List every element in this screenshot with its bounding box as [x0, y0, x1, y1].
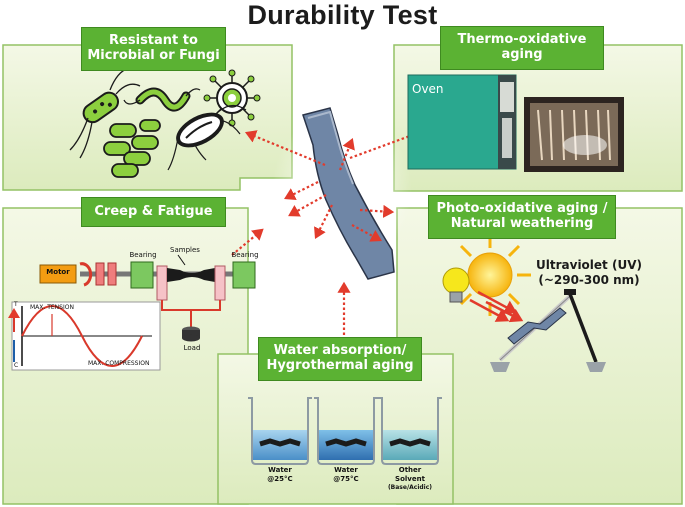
banner-water-line2: Hygrothermal aging	[266, 358, 414, 373]
beaker-solvent	[378, 397, 442, 465]
creep-apparatus	[39, 254, 256, 342]
beaker-75c-line2: @75°C	[333, 475, 359, 484]
axis-t-label: T	[14, 301, 18, 308]
motor-label: Motor	[46, 268, 70, 276]
weathering-rack	[490, 289, 606, 372]
banner-thermo-line2: aging	[501, 47, 543, 62]
uv-rays	[469, 290, 524, 323]
bacteria-cluster-icon	[103, 119, 161, 178]
uv-label-line2: (~290-300 nm)	[538, 273, 640, 287]
beaker-25c-line1: Water	[268, 466, 292, 474]
radiating-arrows	[231, 129, 421, 350]
beaker-solvent-line3: (Base/Acidic)	[387, 484, 433, 492]
panel-microbial	[2, 44, 293, 191]
bearing-left-label: Bearing	[129, 251, 157, 259]
max-compression-label: MAX. COMPRESSION	[88, 360, 150, 367]
banner-creep: Creep & Fatigue	[81, 197, 226, 227]
beaker-label-75c: Water @75°C	[314, 466, 378, 484]
chamber-photo	[524, 97, 624, 172]
banner-thermo-line1: Thermo-oxidative	[457, 32, 587, 48]
beaker-solvent-line2: Solvent	[395, 475, 425, 484]
beaker-75c	[314, 397, 378, 465]
banner-photo-line2: Natural weathering	[450, 216, 594, 231]
samples-label: Samples	[170, 246, 200, 254]
banner-water-line1: Water absorption/	[273, 343, 407, 359]
load-label: Load	[183, 344, 201, 352]
banner-microbial: Resistant to Microbial or Fungi	[81, 27, 226, 71]
beaker-label-solvent: Other Solvent (Base/Acidic)	[378, 466, 442, 492]
bacterium-icon	[167, 104, 247, 171]
bearing-right-label: Bearing	[231, 251, 259, 259]
beaker-25c-line2: @25°C	[267, 475, 293, 484]
oven-label: Oven	[412, 82, 444, 96]
banner-photo-line1: Photo-oxidative aging /	[436, 201, 608, 217]
banner-thermo: Thermo-oxidative aging	[440, 26, 604, 70]
banner-water: Water absorption/ Hygrothermal aging	[258, 337, 422, 381]
banner-creep-title: Creep & Fatigue	[94, 203, 213, 219]
beaker-75c-line1: Water	[334, 466, 358, 474]
spirillum-icon	[123, 87, 201, 112]
uv-label: Ultraviolet (UV) (~290-300 nm)	[534, 258, 644, 288]
banner-microbial-line2: Microbial or Fungi	[87, 48, 220, 63]
bacillus-icon	[69, 67, 141, 159]
page-title: Durability Test	[247, 0, 438, 30]
beaker-solvent-line1: Other	[398, 466, 422, 474]
oven-photo	[407, 74, 517, 170]
uv-label-line1: Ultraviolet (UV)	[536, 258, 642, 272]
sine-wave-graph	[7, 301, 161, 371]
lightbulb-icon	[442, 267, 470, 303]
beaker-25c	[248, 397, 312, 465]
beaker-label-25c: Water @25°C	[248, 466, 312, 484]
banner-photo: Photo-oxidative aging / Natural weatheri…	[428, 195, 616, 239]
banner-microbial-line1: Resistant to	[109, 33, 198, 49]
virus-icon	[203, 69, 261, 127]
axis-c-label: C	[14, 362, 19, 369]
max-tension-label: MAX. TENSION	[30, 304, 74, 311]
